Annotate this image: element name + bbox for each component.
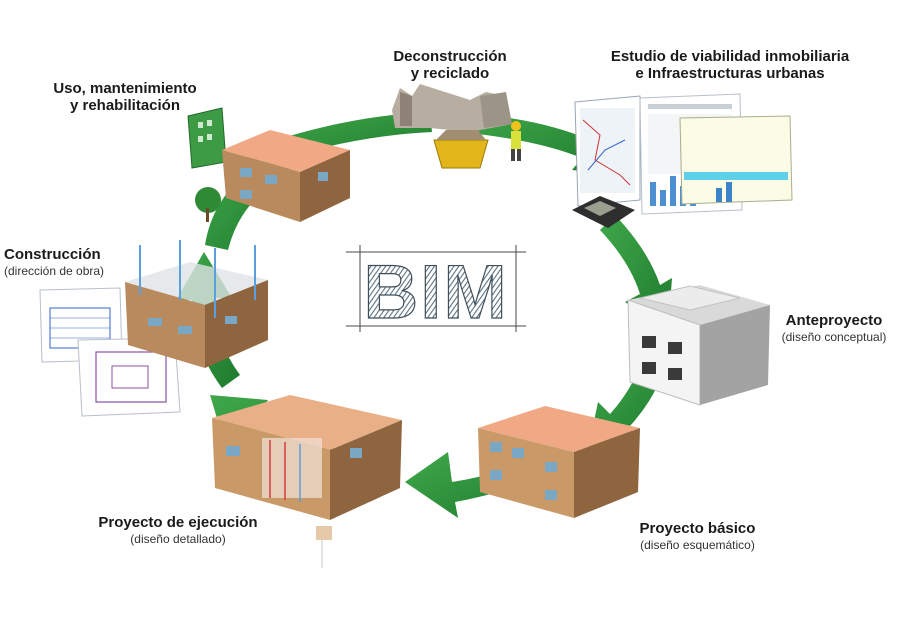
stage-label-estudio: Estudio de viabilidad inmobiliaria e Inf… — [590, 48, 870, 83]
stage-title-line2: y rehabilitación — [69, 97, 181, 115]
stage-subtitle: (dirección de obra) — [4, 264, 105, 279]
stage-title-line2: y reciclado — [410, 65, 490, 83]
basic-project-illustration — [478, 406, 640, 518]
stage-title-line1: Estudio de viabilidad inmobiliaria — [610, 48, 850, 65]
bim-logo: BIM — [346, 245, 526, 336]
stage-title-line1: Proyecto de ejecución — [98, 514, 258, 531]
stage-title-line1: Construcción — [4, 246, 101, 263]
stage-title-line1: Anteproyecto — [785, 312, 883, 329]
stage-label-uso: Uso, mantenimiento y rehabilitación — [40, 80, 210, 115]
stage-label-construccion: Construcción (dirección de obra) — [4, 246, 122, 279]
stage-title-line1: Proyecto básico — [639, 520, 756, 537]
stage-title-line1: Deconstrucción — [393, 48, 507, 65]
stage-title-line1: Uso, mantenimiento — [53, 80, 197, 97]
stage-subtitle: (diseño esquemático) — [640, 538, 755, 553]
use-maintenance-illustration — [187, 107, 350, 222]
stage-label-deconstruccion: Deconstrucción y reciclado — [365, 48, 535, 83]
stage-subtitle: (diseño conceptual) — [781, 330, 887, 345]
construction-illustration — [39, 240, 268, 417]
stage-label-anteproyecto: Anteproyecto (diseño conceptual) — [770, 312, 898, 345]
execution-project-illustration — [212, 395, 402, 568]
stage-label-basico: Proyecto básico (diseño esquemático) — [625, 520, 770, 553]
feasibility-study-illustration — [572, 93, 793, 228]
deconstruction-illustration — [392, 84, 521, 169]
stage-label-ejecucion: Proyecto de ejecución (diseño detallado) — [78, 514, 278, 547]
stage-title-line2: e Infraestructuras urbanas — [635, 65, 825, 83]
preliminary-design-illustration — [627, 285, 770, 406]
stage-subtitle: (diseño detallado) — [130, 532, 226, 547]
bim-title: BIM — [363, 250, 508, 335]
